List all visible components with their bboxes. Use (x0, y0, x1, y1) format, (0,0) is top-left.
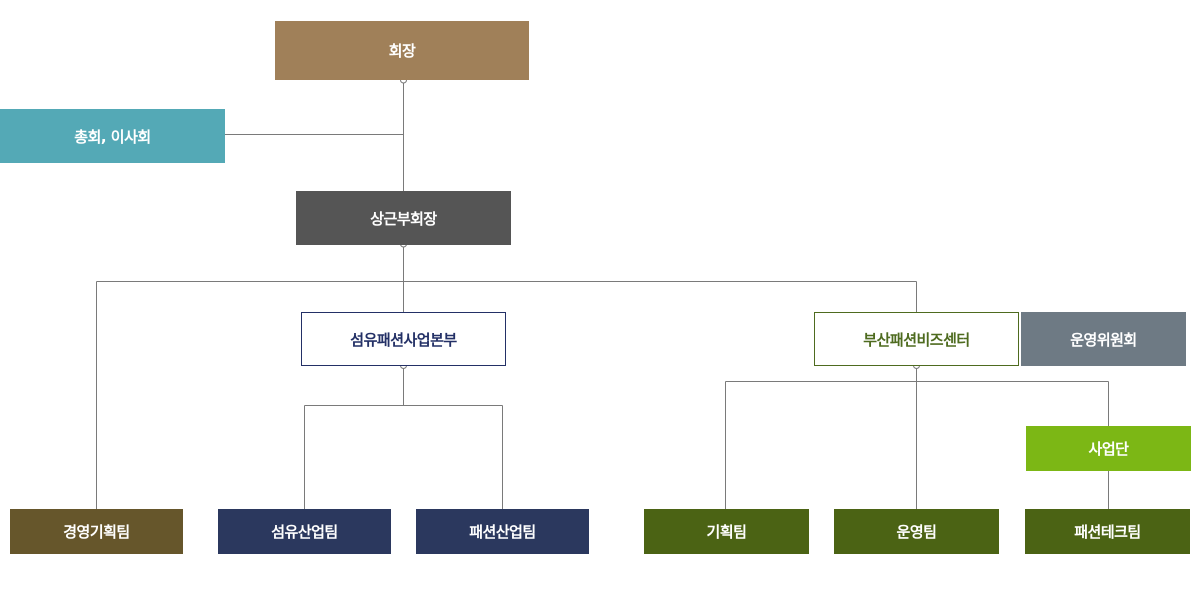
team-management-label: 경영기획팀 (63, 523, 130, 541)
committee-label: 운영위원회 (1070, 330, 1137, 349)
business-group-label: 사업단 (1088, 440, 1129, 458)
vice-chairman-box: 상근부회장 (296, 191, 511, 245)
busan-center-label: 부산패션비즈센터 (863, 330, 970, 349)
team-fashion-box: 패션산업팀 (416, 509, 589, 554)
chairman-label: 회장 (388, 42, 416, 60)
business-group-box: 사업단 (1026, 426, 1191, 471)
general-meeting-box: 총회, 이사회 (0, 109, 225, 163)
textile-division-box: 섬유패션사업본부 (301, 312, 506, 366)
vice-chairman-label: 상근부회장 (370, 209, 437, 228)
team-operation-label: 운영팀 (896, 523, 937, 541)
team-textile-box: 섬유산업팀 (218, 509, 391, 554)
team-textile-label: 섬유산업팀 (271, 523, 338, 541)
team-management-box: 경영기획팀 (10, 509, 183, 554)
chairman-box: 회장 (275, 21, 529, 80)
team-fashion-label: 패션산업팀 (469, 523, 536, 541)
team-planning-box: 기획팀 (644, 509, 809, 554)
general-meeting-label: 총회, 이사회 (74, 127, 151, 146)
committee-box: 운영위원회 (1021, 312, 1186, 366)
busan-center-box: 부산패션비즈센터 (814, 312, 1019, 366)
team-planning-label: 기획팀 (706, 523, 747, 541)
team-operation-box: 운영팀 (834, 509, 999, 554)
team-fashion-tech-label: 패션테크팀 (1074, 523, 1141, 541)
team-fashion-tech-box: 패션테크팀 (1025, 509, 1190, 554)
textile-division-label: 섬유패션사업본부 (350, 330, 457, 349)
